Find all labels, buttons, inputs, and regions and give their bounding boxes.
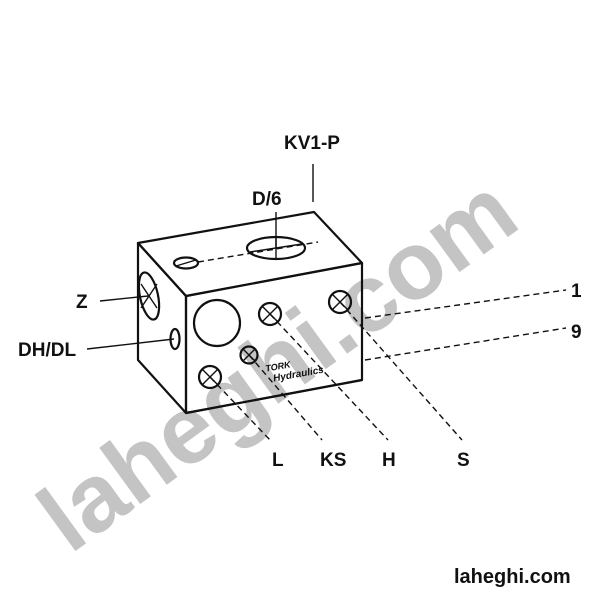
leader-l [209,376,271,441]
port-z [137,271,161,321]
label-9: 9 [571,322,582,343]
leader-z [99,295,149,302]
top-small-port-cross [175,259,197,267]
left-ports [137,271,181,351]
label-s: S [457,450,470,471]
port-s [327,289,353,315]
top-centerline [197,241,319,263]
label-1: 1 [571,281,582,302]
leader-s [339,301,463,441]
callout-labels: KV1-P D/6 Z DH/DL 1 9 L KS H S [18,133,582,471]
port-ks [239,345,259,365]
label-kv1p: KV1-P [284,133,340,154]
leader-ks [248,354,323,441]
leader-dhdl [86,338,175,350]
top-ports [172,235,319,270]
port-l [197,364,223,390]
label-l: L [272,450,284,471]
label-dhdl: DH/DL [18,340,76,361]
label-h: H [382,450,396,471]
leader-h [269,313,389,441]
port-h [257,301,283,327]
brand-line-1: TORK [265,359,293,374]
port-z-cross-b [140,283,158,309]
leader-lines [86,164,567,441]
label-d6: D/6 [252,189,282,210]
top-small-port [172,256,200,270]
label-ks: KS [320,450,346,471]
site-footer-text: laheghi.com [454,566,571,588]
leader-9 [364,327,567,361]
label-z: Z [76,292,88,313]
front-large-port [192,298,242,348]
leader-1 [364,289,567,319]
hydraulic-block [136,210,364,415]
block-base-edge [185,378,363,415]
